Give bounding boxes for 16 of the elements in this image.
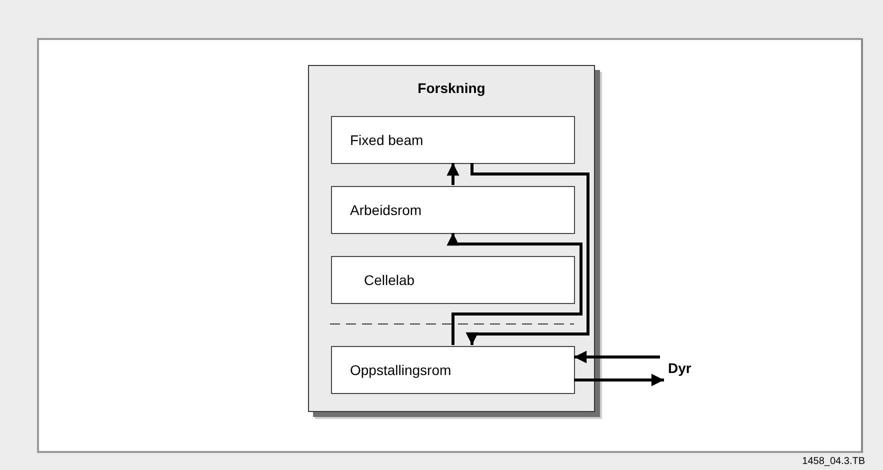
room-label: Fixed beam xyxy=(350,132,424,148)
arrow xyxy=(574,350,660,364)
room-box xyxy=(331,346,575,394)
group-title: Forskning xyxy=(416,80,486,96)
arrow xyxy=(574,374,664,386)
room-label: Arbeidsrom xyxy=(350,202,422,218)
node-label: Dyr xyxy=(668,360,692,376)
figure-id: 1458_04.3.TB xyxy=(802,456,865,467)
arrow xyxy=(466,163,590,345)
room-box xyxy=(331,256,575,304)
arrow xyxy=(446,163,460,185)
room-label: Oppstallingsrom xyxy=(350,362,452,378)
room-box xyxy=(331,186,575,234)
room-label: Cellelab xyxy=(364,272,415,288)
arrow xyxy=(446,233,582,345)
room-box xyxy=(331,116,575,164)
